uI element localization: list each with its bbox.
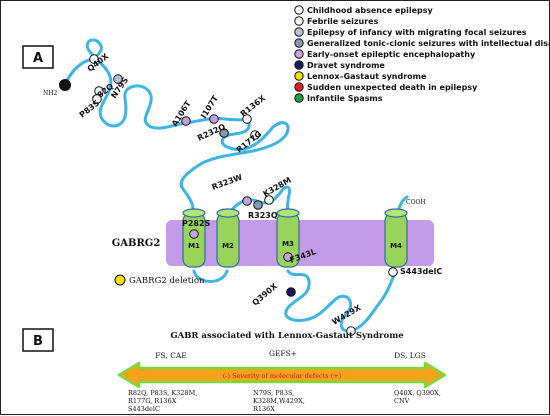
col0-line0: R82Q, P83S, K328M, [128,389,197,397]
col1-line2: R136X [253,405,275,413]
mutation-marker [113,74,123,84]
mutation-label: S443delC [400,267,442,276]
mutation-marker [209,114,219,124]
legend-swatch [294,38,304,48]
severity-arrow [117,361,447,389]
col0-line2: S443delC [128,405,160,413]
mutation-label: R323Q [248,211,278,220]
n-terminus-label: NH2 [43,90,57,97]
mutation-label: R136X [239,93,268,118]
mutation-marker [92,94,102,104]
helix-m4-label: M4 [390,242,402,250]
mutation-marker [283,252,293,262]
panel-b-label: B [33,334,43,349]
intracellular-loop [284,269,397,333]
panel-b-title: GABR associated with Lennox-Gastaut Synd… [170,331,404,341]
helix-m3: M3 [276,208,300,268]
legend-item-label: Lennox–Gastaut syndrome [307,72,427,81]
col2-line0: Q40X, Q390X, [394,389,441,397]
loop-m1-m2 [192,269,229,283]
legend-swatch [294,5,304,15]
mutation-label: R323W [211,173,244,192]
gene-label: GABRG2 [112,238,161,249]
mutation-marker [250,130,260,140]
mutation-marker [346,326,356,336]
legend-item-label: Childhood absence epilepsy [307,6,433,15]
helix-m1-label: M1 [188,242,200,250]
helix-m2-label: M2 [222,242,234,250]
legend-item-label: Infantile Spasms [307,94,383,103]
legend-swatch [294,16,304,26]
helix-m4: M4 [384,208,408,268]
deletion-label: GABRG2 deletion [129,276,205,286]
col-header-gefs: GEFS+ [269,349,297,358]
mutation-marker [242,196,252,206]
col-header-fs-cae: FS, CAE [155,351,186,360]
legend-swatch [294,82,304,92]
mutation-label: P83S [78,98,102,119]
mutation-label: Q390X [251,281,280,307]
col2-line1: CNV [394,397,410,405]
mutation-marker [264,195,274,205]
panel-b-box [22,328,54,352]
legend-swatch [294,60,304,70]
mutation-label: P282S [182,219,211,228]
mutation-marker [388,267,398,277]
legend-item-label: Dravet syndrome [307,61,385,70]
legend-item-label: Sudden unexpected death in epilepsy [307,83,478,92]
mutation-marker [253,200,263,210]
legend-item-label: Generalized tonic-clonic seizures with i… [307,39,550,48]
legend-swatch [294,93,304,103]
panel-a-box [22,45,54,69]
deletion-marker [114,274,126,286]
legend-swatch [294,71,304,81]
col1-line1: K328M,W429X, [253,397,305,405]
mutation-marker [219,128,229,138]
mutation-marker [59,79,71,91]
col1-line0: N79S, P83S, [253,389,294,397]
mutation-label: W429X [331,303,364,327]
legend-item-label: Febrile seizures [307,17,379,26]
panel-a-label: A [33,51,43,66]
mutation-marker [189,229,199,239]
legend-item-label: Epilepsy of infancy with migrating focal… [307,28,527,37]
mutation-marker [286,287,296,297]
helix-m3-label: M3 [282,240,294,248]
helix-m1: M1 [182,208,206,268]
legend-swatch [294,27,304,37]
mutation-marker [89,54,99,64]
col0-line1: R177G, R136X [128,397,177,405]
mutation-marker [181,116,191,126]
c-terminus-label: COOH [406,199,426,206]
legend-swatch [294,49,304,59]
severity-label: (-) Severity of molecular defects (+) [223,372,342,380]
legend-item-label: Early-onset epileptic encephalopathy [307,50,476,59]
mutation-marker [242,114,252,124]
helix-m2: M2 [216,208,240,268]
col-header-ds-lgs: DS, LGS [394,351,426,360]
